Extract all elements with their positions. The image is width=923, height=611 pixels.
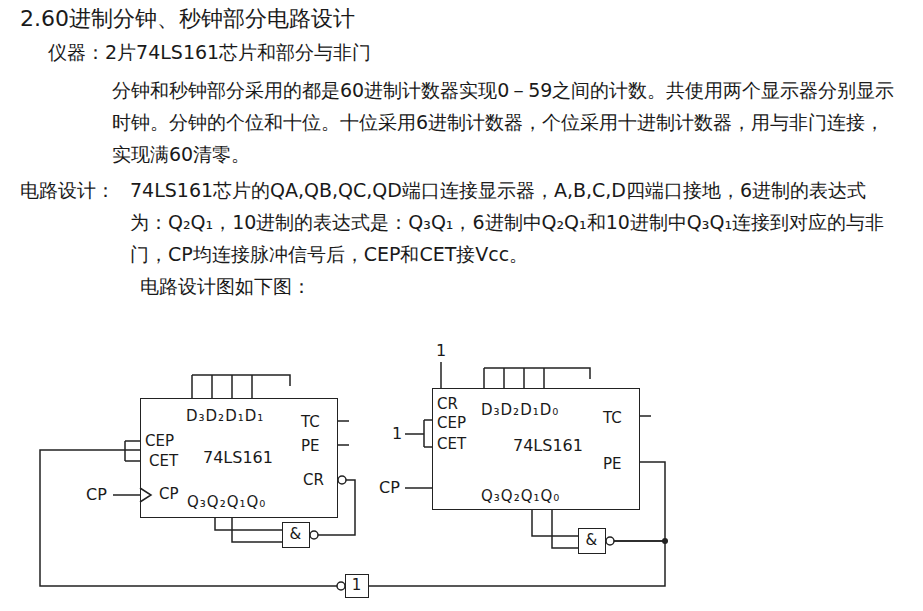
note-text: 分钟和秒钟部分采用的都是60进制计数器实现0－59之间的计数。共使用两个显示器分… (112, 74, 902, 170)
note-text: 电路设计图如下图： (140, 270, 840, 302)
pin-name: CR (303, 471, 324, 489)
pin-name: CEP (437, 414, 466, 432)
wire (532, 510, 578, 536)
pin-name: CET (437, 435, 466, 453)
logic-level: 1 (392, 425, 402, 443)
heading: 2.60进制分钟、秒钟部分电路设计 (20, 4, 923, 34)
note-text: 74LS161芯片的QA,QB,QC,QD端口连接显示器，A,B,C,D四端口接… (130, 174, 900, 270)
note-text: 仪器：2片74LS161芯片和部分与非门 (48, 36, 848, 68)
nand-gate: & (578, 528, 606, 554)
not-gate: 1 (345, 574, 369, 598)
pin-name: Q₃Q₂Q₁Q₀ (187, 493, 266, 511)
pin-name: D₃D₂D₁D₀ (481, 401, 559, 419)
text-area: 2.60进制分钟、秒钟部分电路设计仪器：2片74LS161芯片和部分与非门分钟和… (0, 0, 923, 302)
chip-name: 74LS161 (513, 437, 583, 455)
pin-name: TC (301, 413, 320, 431)
signal-name: CP (379, 479, 400, 497)
inversion-bubble (337, 582, 345, 590)
inversion-bubbles (310, 476, 614, 590)
counter-chip: CRCEP CET D₃D₂D₁D₀ 74LS161 TC PE Q₃Q₂Q₁Q₀ (432, 388, 640, 510)
logic-level: 1 (436, 342, 446, 360)
pin-name: CEP (145, 432, 174, 450)
wire (606, 462, 665, 541)
counter-chip: D₃D₂D₁D₁ CEP CET CP 74LS161 TC PE CR Q₃Q₂Q₁Q₀ (140, 398, 338, 518)
pin-name: CP (159, 485, 179, 503)
wire (215, 518, 282, 530)
ground-bracket (192, 375, 290, 398)
logic-high-wire (405, 420, 432, 447)
pin-name: CR (437, 395, 458, 413)
clock-triangle (140, 488, 151, 502)
junction-dot (662, 538, 668, 544)
pin-name: CET (149, 452, 178, 470)
inversion-bubble (338, 476, 346, 484)
inversion-bubble (310, 531, 318, 539)
logic-high-wire (440, 362, 442, 388)
enable-wire (125, 441, 140, 461)
pin-name: PE (301, 437, 320, 455)
ground-bracket (484, 368, 590, 388)
gate-input-wire (552, 510, 578, 548)
gate-symbol: & (586, 531, 598, 549)
inversion-bubble (606, 537, 614, 545)
clock-wire (113, 494, 140, 496)
pin-name: PE (603, 455, 622, 473)
wire (369, 541, 665, 586)
wires (113, 362, 651, 548)
nand-gate: & (282, 522, 310, 548)
signal-name: CP (86, 486, 107, 504)
pin-name: TC (603, 409, 622, 427)
gate-symbol: & (290, 525, 302, 543)
gate-symbol: 1 (352, 576, 362, 594)
pin-name: D₃D₂D₁D₁ (186, 407, 264, 425)
clock-wire (405, 487, 432, 489)
section-label: 电路设计： (0, 174, 130, 206)
chip-name: 74LS161 (203, 449, 273, 467)
pin-name: Q₃Q₂Q₁Q₀ (481, 487, 560, 505)
wire (40, 450, 345, 586)
gate-input-wire (232, 518, 282, 542)
